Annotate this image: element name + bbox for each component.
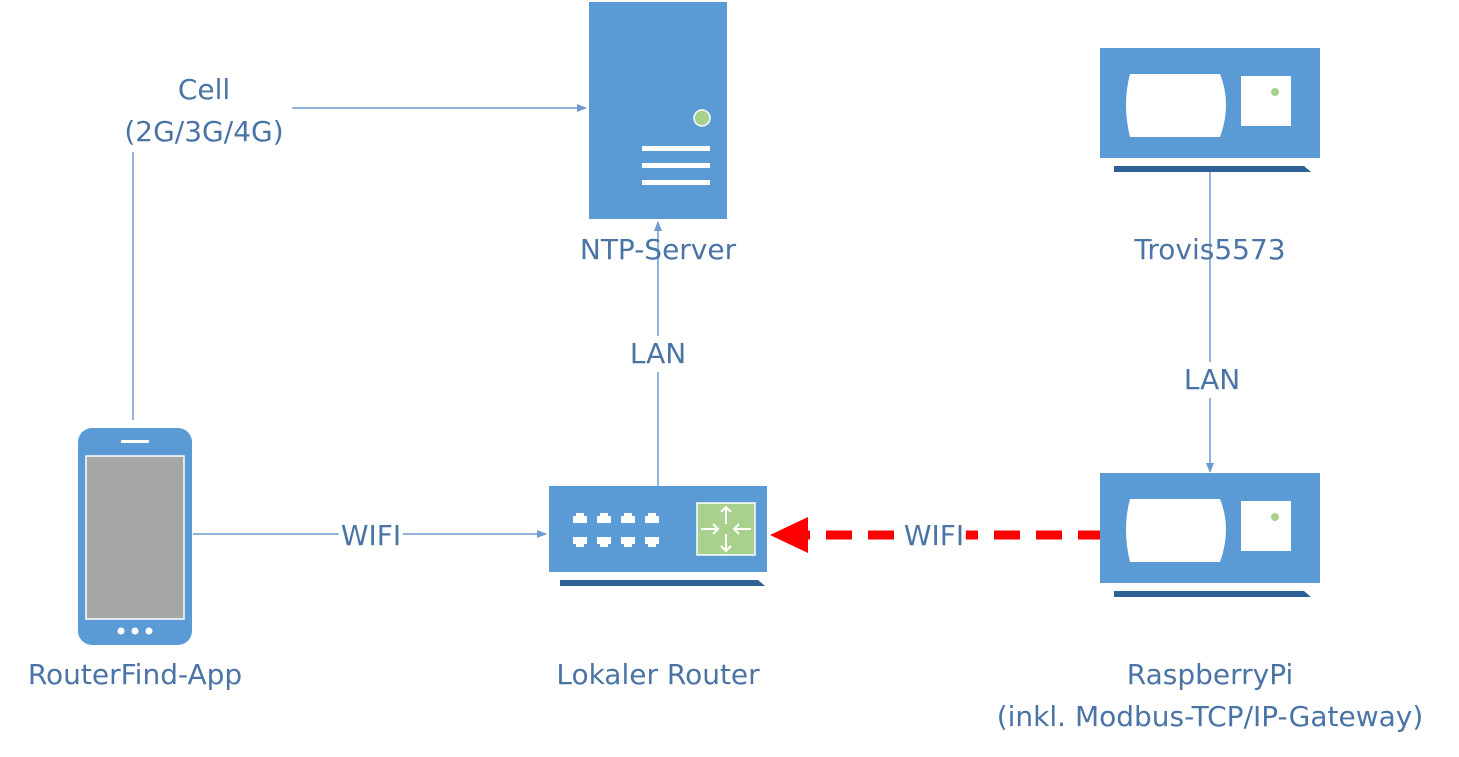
lokaler-router-label: Lokaler Router bbox=[556, 658, 760, 691]
routerfind-app-label: RouterFind-App bbox=[27, 658, 243, 691]
smartphone-icon bbox=[78, 428, 192, 645]
trovis-label: Trovis5573 bbox=[1134, 233, 1286, 266]
lan-label-router-ntp: LAN bbox=[627, 336, 689, 372]
raspberrypi-device-icon bbox=[1100, 473, 1320, 597]
router-icon bbox=[549, 486, 767, 586]
connector-cell bbox=[132, 104, 587, 420]
red-arrowhead-icon bbox=[770, 517, 808, 553]
lan-label-trovis-pi: LAN bbox=[1181, 362, 1243, 398]
ntp-server-label: NTP-Server bbox=[579, 233, 737, 266]
cell-connector-label: Cell bbox=[175, 72, 233, 108]
status-led-icon bbox=[693, 109, 711, 127]
wifi-label-phone-router: WIFI bbox=[338, 518, 404, 554]
server-icon bbox=[589, 2, 727, 219]
raspberrypi-sublabel: (inkl. Modbus-TCP/IP-Gateway) bbox=[996, 700, 1424, 733]
wifi-label-pi-router: WIFI bbox=[901, 518, 967, 554]
trovis-device-icon bbox=[1100, 48, 1320, 172]
raspberrypi-label: RaspberryPi bbox=[1126, 658, 1294, 691]
cell-connector-sublabel: (2G/3G/4G) bbox=[122, 114, 286, 150]
